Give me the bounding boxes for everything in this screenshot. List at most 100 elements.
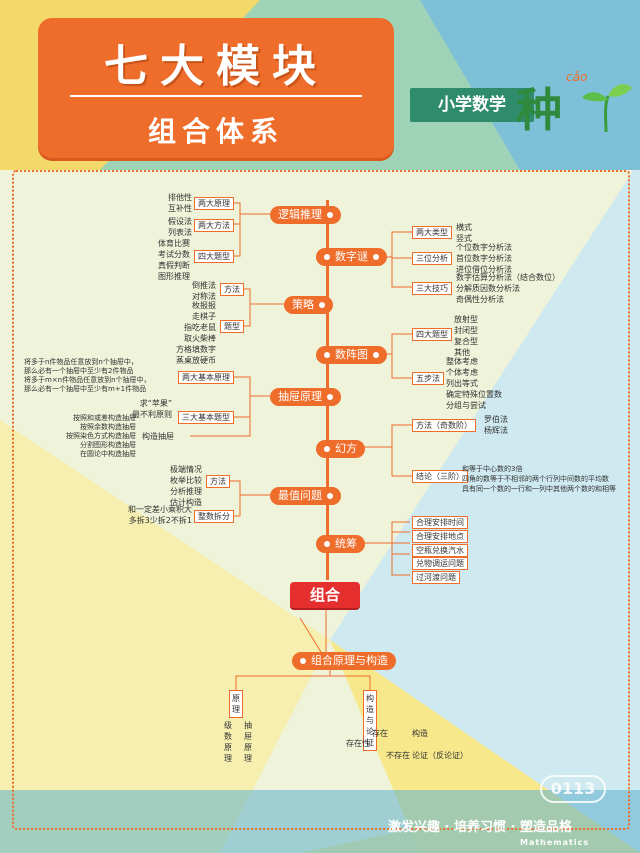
existence-label: 存在性 (346, 739, 370, 748)
title-divider (70, 95, 362, 97)
dot-icon (373, 254, 379, 260)
proof-label: 论证（反论证） (412, 751, 468, 760)
node-label: 组合原理与构造 (311, 654, 388, 667)
list-item: 确定特殊位置数 (446, 390, 502, 399)
list-item: 按照余数构造抽屉 (80, 423, 136, 431)
list-item: 列出等式 (446, 379, 478, 388)
magic-g2-box: 结论（三阶） (412, 470, 468, 483)
list-item: 竖式 (456, 234, 472, 243)
numpuzzle-g1-box: 两大类型 (412, 226, 452, 239)
list-item: 放射型 (454, 315, 478, 324)
logo-character: 种 (516, 83, 562, 137)
extreme-g1-items: 极端情况枚举比较分析推理估计构造 (164, 464, 202, 508)
list-item: 个位数字分析法 (456, 243, 512, 252)
pigeon-g1-box: 两大基本原理 (178, 371, 234, 384)
strategy-g2-items: 枚报报走棋子指吃老鼠取火柴棒方格填数字蒸桌放硬币 (168, 300, 216, 366)
list-item: 封闭型 (454, 326, 478, 335)
node-label: 逻辑推理 (278, 208, 322, 221)
numpuzzle-g1-items: 横式竖式 (456, 222, 472, 244)
numpuzzle-g2-box: 三位分析 (412, 252, 452, 265)
planning-item: 兑物调运问题 (412, 557, 468, 570)
node-strategy: 策略 (284, 296, 333, 314)
numpuzzle-g2-items: 个位数字分析法首位数字分析法进位借位分析法 (456, 242, 512, 275)
list-item: 多拆3少拆2不拆1 (128, 516, 192, 525)
list-item: 倒推法 (192, 281, 216, 290)
numarray-g2-items: 整体考虑个体考虑列出等式确定特殊位置数分组与尝试 (446, 356, 502, 411)
list-item: 整体考虑 (446, 357, 478, 366)
logic-g2-box: 两大方法 (194, 219, 234, 232)
not-exists-label: 不存在 (386, 751, 410, 760)
extreme-g1-box: 方法 (206, 475, 230, 488)
list-item: 枚报报 (192, 301, 216, 310)
principle-col-2: 抽屉原理 (244, 721, 252, 763)
list-item: 进位借位分析法 (456, 265, 512, 274)
footer-slogan: 激发兴趣 · 培养习惯 · 塑造品格 (388, 820, 572, 835)
list-item: 互补性 (168, 204, 192, 213)
list-item: 对称法 (192, 292, 216, 301)
dot-icon (324, 254, 330, 260)
list-item: 个体考虑 (446, 368, 478, 377)
pigeon-g2-items: 求“苹果” 最不利原则 (126, 398, 172, 420)
logic-g3-items: 体育比赛考试分数真假判断图形推理 (156, 238, 190, 282)
list-item: 考试分数 (158, 250, 190, 259)
magic-g2-items: 和等于中心数的3倍四角的数等于不相邻的两个行列中间数的平均数具有同一个数的一行和… (462, 464, 616, 494)
dot-icon (373, 352, 379, 358)
logic-g2-items: 假设法列表法 (166, 216, 192, 238)
dot-icon (324, 446, 330, 452)
dot-icon (327, 493, 333, 499)
list-item: 按照染色方式构造抽屉 (66, 432, 136, 440)
list-item: 列表法 (168, 228, 192, 237)
construct-label: 构造 (412, 729, 428, 738)
numpuzzle-g3-items: 数字估算分析法（结合数位）分解质因数分析法奇偶性分析法 (456, 272, 560, 305)
list-item: 取火柴棒 (184, 334, 216, 343)
list-item: 求“苹果” (139, 399, 172, 408)
dot-icon (324, 352, 330, 358)
node-label: 抽屉原理 (278, 390, 322, 403)
list-item: 和一定差小乘积大 (128, 505, 192, 514)
list-item: 蒸桌放硬币 (176, 356, 216, 365)
numarray-g1-box: 四大题型 (412, 328, 452, 341)
magic-g1-box: 方法（奇数阶） (412, 419, 476, 432)
planning-item: 合理安排时间 (412, 516, 468, 529)
sprout-icon (582, 84, 632, 133)
pigeon-g1-items: 将多于n件物品任意放到n个抽屉中，那么必有一个抽屉中至少有2件物品将多于m×n件… (24, 358, 174, 394)
dot-icon (327, 212, 333, 218)
list-item: 最不利原则 (132, 410, 172, 419)
list-item: 罗伯法 (484, 415, 508, 424)
pigeon-g3-label: 构造抽屉 (142, 432, 174, 441)
node-pigeonhole: 抽屉原理 (270, 388, 341, 406)
dot-icon (319, 302, 325, 308)
numarray-g1-items: 放射型封闭型复合型其他 (454, 314, 478, 358)
list-item: 图形推理 (158, 272, 190, 281)
node-extreme-value: 最值问题 (270, 487, 341, 505)
magic-g1-items: 罗伯法杨辉法 (484, 414, 508, 436)
list-item: 复合型 (454, 337, 478, 346)
node-label: 策略 (292, 298, 314, 311)
list-item: 分组与尝试 (446, 401, 486, 410)
pigeon-g2-box: 三大基本题型 (178, 411, 234, 424)
list-item: 分解质因数分析法 (456, 284, 520, 293)
list-item: 真假判断 (158, 261, 190, 270)
logic-g1-items: 排他性互补性 (166, 192, 192, 214)
principle-col-1: 级数原理 (224, 721, 232, 763)
logic-g3-box: 四大题型 (194, 250, 234, 263)
node-logic-reasoning: 逻辑推理 (270, 206, 341, 224)
watermark-badge: 0113 (540, 775, 606, 803)
numpuzzle-g3-box: 三大技巧 (412, 282, 452, 295)
list-item: 方格填数字 (176, 345, 216, 354)
page-title: 七大模块 (104, 41, 328, 92)
planning-item: 过河渡问题 (412, 571, 460, 584)
numarray-g2-box: 五步法 (412, 372, 444, 385)
node-number-array: 数阵图 (316, 346, 387, 364)
node-label: 数字谜 (335, 250, 368, 263)
subject-badge: 小学数学 (410, 88, 534, 122)
list-item: 按照和或差构造抽屉 (73, 414, 136, 422)
node-principle-construction: 组合原理与构造 (292, 652, 396, 670)
node-number-puzzle: 数字谜 (316, 248, 387, 266)
dot-icon (327, 394, 333, 400)
exists-label: 存在 (372, 729, 388, 738)
title-card (38, 18, 394, 158)
list-item: 在圆论中构造抽屉 (80, 450, 136, 458)
dot-icon (324, 541, 330, 547)
